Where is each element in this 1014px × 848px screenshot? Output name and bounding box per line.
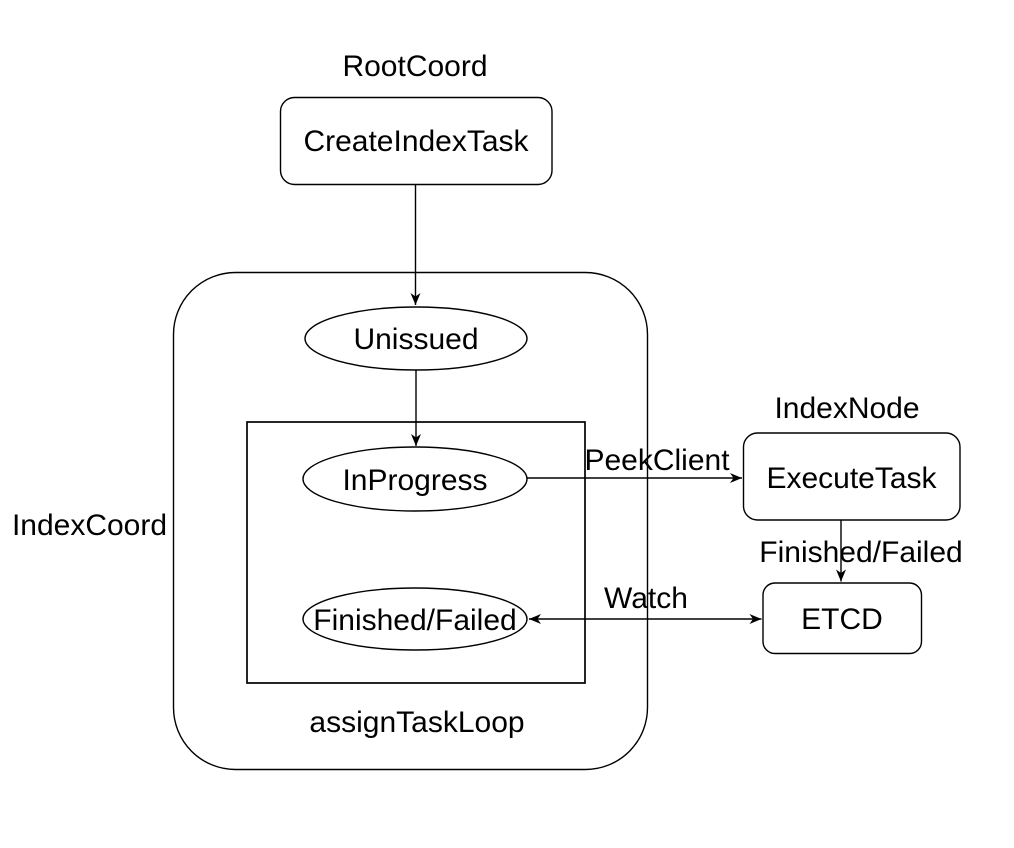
node-finished-failed: Finished/Failed [302,587,528,651]
unissued-ellipse [304,306,528,371]
index-coord-container [172,271,649,771]
assign-task-loop-label: assignTaskLoop [309,706,524,739]
in-progress-ellipse [302,446,528,512]
node-unissued: Unissued [304,306,528,371]
finished-failed-ellipse [302,587,528,651]
node-in-progress: InProgress [302,446,528,512]
node-execute-task: ExecuteTask [742,432,961,521]
index-coord-label: IndexCoord [12,509,167,542]
unissued-label: Unissued [353,323,478,356]
index-node-label: IndexNode [774,392,919,425]
etcd-label: ETCD [801,603,883,636]
etcd-box [762,582,923,655]
node-etcd: ETCD [762,582,923,655]
execute-task-box [742,432,961,521]
root-coord-label: RootCoord [342,50,487,83]
finished-failed-edge-label: Finished/Failed [759,536,962,569]
finished-failed-label: Finished/Failed [313,604,516,637]
in-progress-label: InProgress [342,464,487,497]
node-create-index-task: CreateIndexTask [279,96,553,186]
execute-task-label: ExecuteTask [766,462,937,495]
create-index-task-box [279,96,553,186]
peek-client-edge-label: PeekClient [584,444,730,477]
create-index-task-label: CreateIndexTask [303,125,529,158]
watch-edge-label: Watch [604,582,688,615]
